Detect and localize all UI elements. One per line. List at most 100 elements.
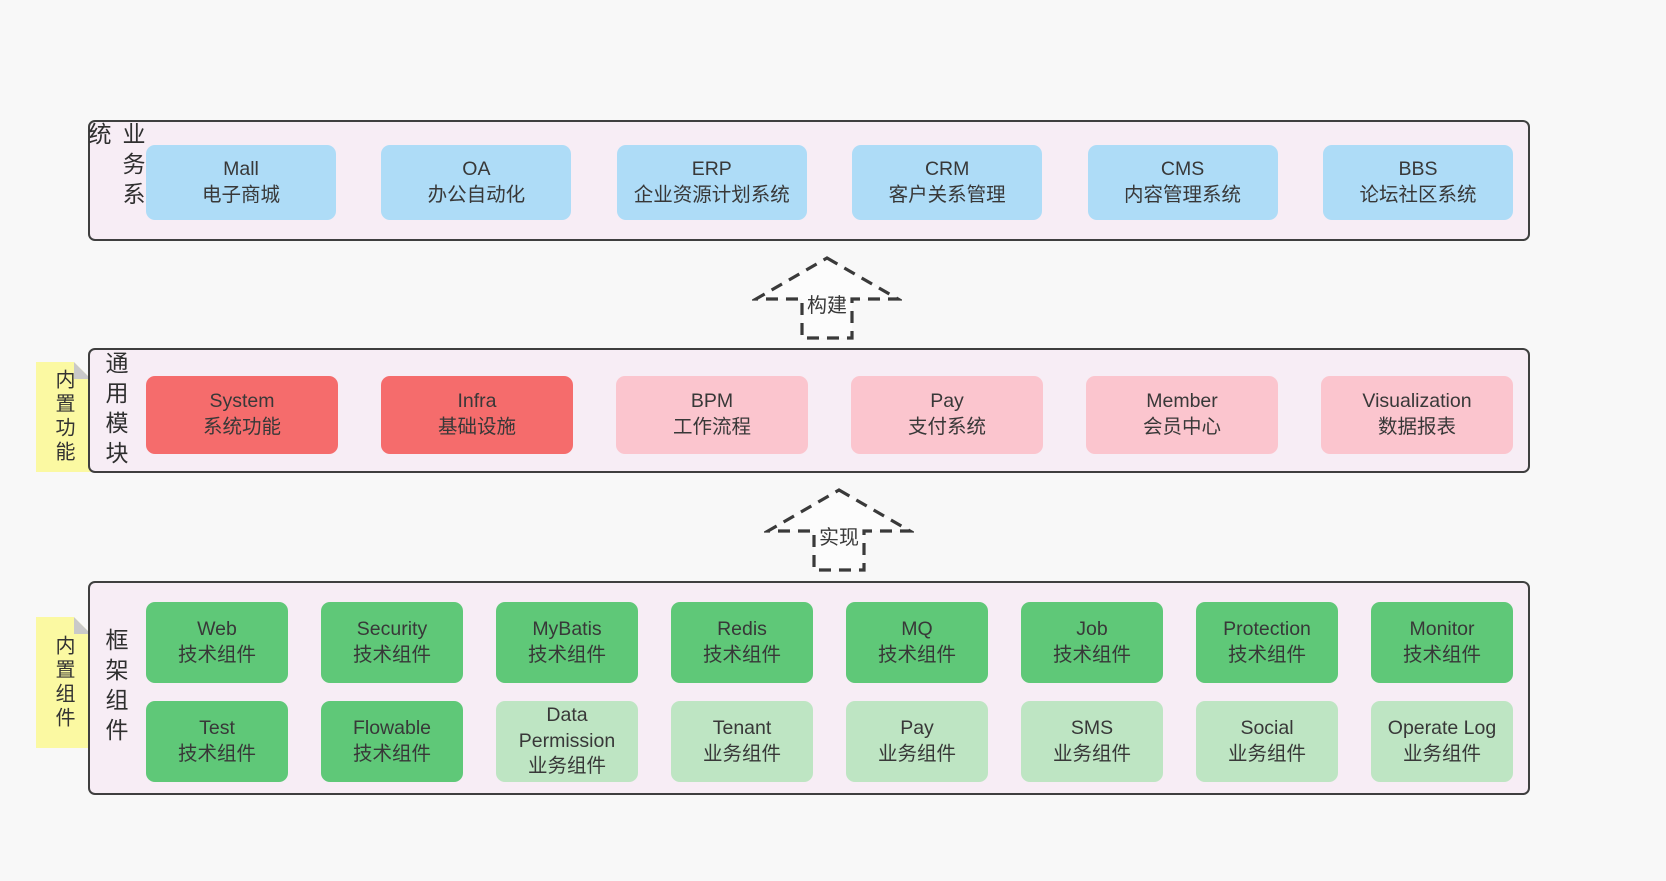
box-name: Redis [717,617,767,640]
box-desc: 业务组件 [1052,742,1131,765]
box-desc: 业务组件 [877,742,956,765]
box-protection: Protection 技术组件 [1196,602,1338,683]
box-desc: 内容管理系统 [1124,183,1242,206]
box-name: Data Permission [518,703,616,752]
box-desc: 工作流程 [672,416,751,438]
box-desc: 业务组件 [702,742,781,765]
framework-components-panel: 框架组件 Web 技术组件 Security 技术组件 MyBatis 技术组件… [88,581,1530,795]
box-erp: ERP 企业资源计划系统 [616,145,807,220]
box-test: Test 技术组件 [146,701,288,782]
box-name: Web [197,617,237,640]
box-crm: CRM 客户关系管理 [852,145,1043,220]
box-name: Pay [930,390,964,413]
box-desc: 技术组件 [527,643,606,666]
box-desc: 基础设施 [437,416,516,438]
box-name: Pay [900,716,934,739]
build-arrow-label: 构建 [804,289,850,318]
box-desc: 系统功能 [202,416,281,438]
box-security: Security 技术组件 [321,602,463,683]
box-desc: 技术组件 [1052,643,1131,666]
box-flowable: Flowable 技术组件 [321,701,463,782]
box-mybatis: MyBatis 技术组件 [496,602,638,683]
box-mq: MQ 技术组件 [846,602,988,683]
box-desc: 技术组件 [177,742,256,765]
box-redis: Redis 技术组件 [671,602,813,683]
box-visualization: Visualization 数据报表 [1321,376,1513,454]
box-social: Social 业务组件 [1196,701,1338,782]
box-name: Test [199,716,235,739]
box-name: Tenant [712,716,772,739]
box-name: Job [1076,617,1108,640]
implement-arrow-label: 实现 [816,521,862,550]
implement-arrow: 实现 [764,487,914,573]
builtin-features-sticky: 内置功能 [36,362,91,472]
box-desc: 业务组件 [1402,742,1481,765]
box-mall: Mall 电子商城 [146,145,336,220]
business-systems-panel: 业务系统 Mall 电子商城 OA 办公自动化 ERP 企业资源计划系统 CRM… [85,120,1530,241]
box-name: Mall [223,157,259,180]
box-bpm: BPM 工作流程 [616,376,808,454]
box-data-permission: Data Permission 业务组件 [496,701,638,782]
box-name: Protection [1223,617,1311,640]
builtin-components-sticky: 内置组件 [36,617,91,748]
box-web: Web 技术组件 [146,602,288,683]
box-bbs: BBS 论坛社区系统 [1322,145,1513,220]
framework-components-row-2: Test 技术组件 Flowable 技术组件 Data Permission … [146,701,1513,782]
box-name: SMS [1070,716,1114,739]
box-name: Operate Log [1387,716,1497,739]
box-monitor: Monitor 技术组件 [1371,602,1513,683]
box-desc: 技术组件 [702,643,781,666]
common-modules-panel: 通用模块 System 系统功能 Infra 基础设施 BPM 工作流程 Pay… [88,348,1530,473]
box-name: Monitor [1409,617,1475,640]
box-name: Social [1240,716,1294,739]
box-cms: CMS 内容管理系统 [1087,145,1278,220]
box-pay-component: Pay 业务组件 [846,701,988,782]
box-name: BPM [690,390,734,413]
box-name: Flowable [352,716,432,739]
framework-components-row-1: Web 技术组件 Security 技术组件 MyBatis 技术组件 Redi… [146,602,1513,683]
box-desc: 业务组件 [527,755,606,778]
box-sms: SMS 业务组件 [1021,701,1163,782]
common-modules-side-label: 通用模块 [102,350,128,471]
box-desc: 办公自动化 [427,183,526,206]
box-name: Infra [457,390,497,413]
build-arrow: 构建 [752,255,902,341]
box-desc: 技术组件 [352,643,431,666]
box-desc: 论坛社区系统 [1359,183,1477,206]
box-name: Member [1146,390,1218,413]
box-name: System [209,390,275,413]
box-name: MyBatis [532,617,602,640]
box-desc: 技术组件 [1227,643,1306,666]
box-name: Security [356,617,428,640]
box-pay-module: Pay 支付系统 [851,376,1043,454]
box-name: BBS [1398,157,1438,180]
box-job: Job 技术组件 [1021,602,1163,683]
box-tenant: Tenant 业务组件 [671,701,813,782]
box-operate-log: Operate Log 业务组件 [1371,701,1513,782]
box-desc: 客户关系管理 [888,183,1006,206]
box-name: MQ [901,617,933,640]
box-desc: 业务组件 [1227,742,1306,765]
box-desc: 支付系统 [907,416,986,438]
business-systems-side-label: 业务系统 [85,122,145,212]
box-member: Member 会员中心 [1086,376,1278,454]
box-name: ERP [691,157,732,180]
box-desc: 企业资源计划系统 [633,183,790,206]
box-infra: Infra 基础设施 [381,376,573,454]
framework-components-side-label: 框架组件 [102,628,128,748]
box-desc: 技术组件 [877,643,956,666]
box-oa: OA 办公自动化 [381,145,572,220]
box-name: Visualization [1362,390,1472,413]
sticky-label: 内置组件 [52,634,74,731]
box-desc: 电子商城 [201,183,280,206]
box-system: System 系统功能 [146,376,338,454]
box-desc: 技术组件 [352,742,431,765]
sticky-label: 内置功能 [52,369,74,465]
box-name: CMS [1160,157,1205,180]
common-modules-row: System 系统功能 Infra 基础设施 BPM 工作流程 Pay 支付系统… [146,376,1513,454]
box-name: CRM [924,157,970,180]
box-desc: 会员中心 [1142,416,1221,438]
box-name: OA [462,157,491,180]
box-desc: 数据报表 [1377,416,1456,438]
